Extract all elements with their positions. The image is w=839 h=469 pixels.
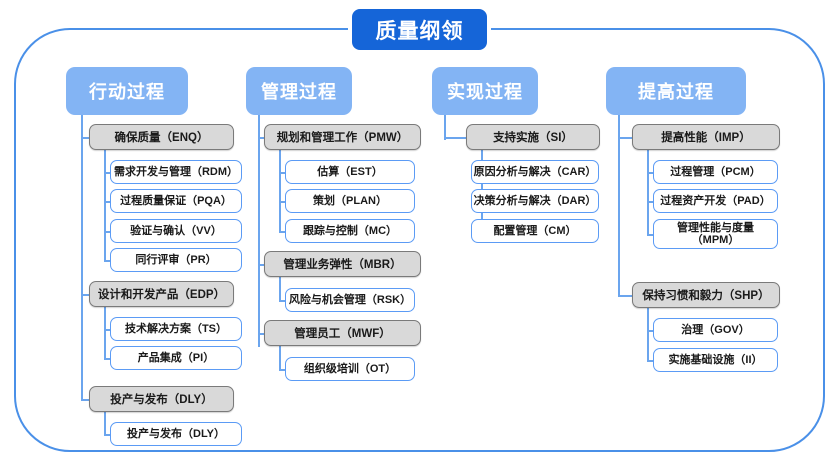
leaf-vv[interactable]: 验证与确认（VV） <box>110 219 242 243</box>
connector-subtrunk-imp <box>647 150 649 236</box>
connector-subtrunk-dly <box>104 412 106 435</box>
connector-stub-4-2 <box>618 295 634 297</box>
leaf-est[interactable]: 估算（EST） <box>285 160 415 184</box>
connector-stub-2-2 <box>258 264 266 266</box>
leaf-ts[interactable]: 技术解决方案（TS） <box>110 317 242 341</box>
leaf-ot[interactable]: 组织级培训（OT） <box>285 357 415 381</box>
leaf-rsk[interactable]: 风险与机会管理（RSK） <box>285 288 415 312</box>
leaf-plan[interactable]: 策划（PLAN） <box>285 189 415 213</box>
group-box-shp[interactable]: 保持习惯和毅力（SHP） <box>632 282 780 308</box>
connector-stub-2-1 <box>258 137 266 139</box>
leaf-rdm[interactable]: 需求开发与管理（RDM） <box>110 160 242 184</box>
leaf-dar[interactable]: 决策分析与解决（DAR） <box>471 189 599 213</box>
leaf-pi[interactable]: 产品集成（PI） <box>110 346 242 370</box>
group-box-imp[interactable]: 提高性能（IMP） <box>632 124 780 150</box>
leaf-pr[interactable]: 同行评审（PR） <box>110 248 242 272</box>
leaf-cm[interactable]: 配置管理（CM） <box>471 219 599 243</box>
connector-stub-2-3 <box>258 333 266 335</box>
category-header-4[interactable]: 提高过程 <box>606 67 746 115</box>
group-box-pmw[interactable]: 规划和管理工作（PMW） <box>264 124 421 150</box>
connector-subtrunk-mwf <box>279 346 281 370</box>
connector-trunk-1 <box>81 115 83 400</box>
leaf-ii[interactable]: 实施基础设施（II） <box>653 348 778 372</box>
connector-stub-4-1 <box>618 137 634 139</box>
diagram-title: 质量纲领 <box>352 9 487 50</box>
connector-trunk-4 <box>618 115 620 297</box>
connector-stub-3-1 <box>444 137 468 139</box>
connector-subtrunk-pmw <box>279 150 281 233</box>
leaf-car[interactable]: 原因分析与解决（CAR） <box>471 160 599 184</box>
connector-subtrunk-edp <box>104 307 106 360</box>
leaf-gov[interactable]: 治理（GOV） <box>653 318 778 342</box>
group-box-mwf[interactable]: 管理员工（MWF） <box>264 320 421 346</box>
group-box-dly[interactable]: 投产与发布（DLY） <box>89 386 234 412</box>
connector-subtrunk-mbr <box>279 277 281 301</box>
leaf-mpm[interactable]: 管理性能与度量 （MPM） <box>653 219 778 249</box>
connector-trunk-2 <box>258 115 260 347</box>
category-header-3[interactable]: 实现过程 <box>432 67 538 115</box>
group-box-mbr[interactable]: 管理业务弹性（MBR） <box>264 251 421 277</box>
leaf-pad[interactable]: 过程资产开发（PAD） <box>653 189 778 213</box>
leaf-pcm[interactable]: 过程管理（PCM） <box>653 160 778 184</box>
leaf-dly[interactable]: 投产与发布（DLY） <box>110 422 242 446</box>
category-header-2[interactable]: 管理过程 <box>246 67 352 115</box>
connector-subtrunk-enq <box>104 150 106 262</box>
connector-trunk-3 <box>444 115 446 140</box>
group-box-enq[interactable]: 确保质量（ENQ） <box>89 124 234 150</box>
group-box-si[interactable]: 支持实施（SI） <box>466 124 600 150</box>
leaf-pqa[interactable]: 过程质量保证（PQA） <box>110 189 242 213</box>
connector-subtrunk-shp <box>647 308 649 361</box>
group-box-edp[interactable]: 设计和开发产品（EDP） <box>89 281 234 307</box>
leaf-mc[interactable]: 跟踪与控制（MC） <box>285 219 415 243</box>
category-header-1[interactable]: 行动过程 <box>66 67 188 115</box>
